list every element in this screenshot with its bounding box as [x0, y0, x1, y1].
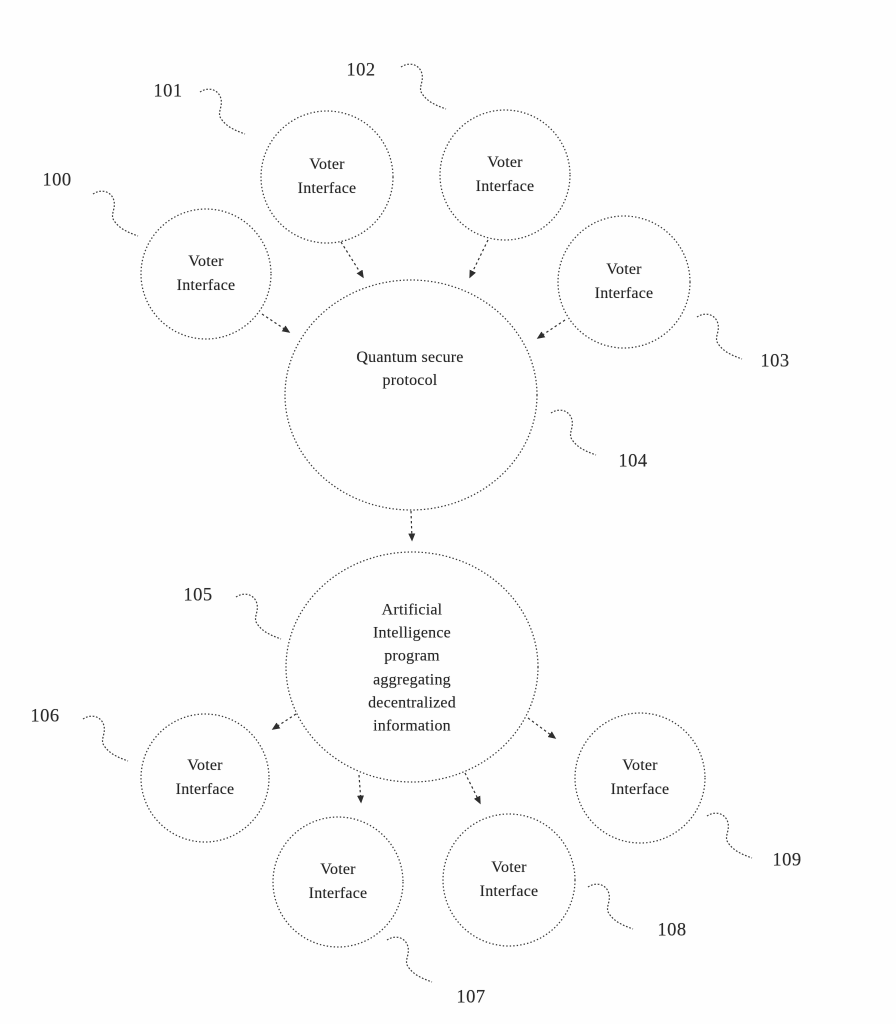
- voter-interface-circle-109: [574, 712, 706, 844]
- leader-line-104: [550, 409, 597, 456]
- ref-label-109: 109: [772, 850, 802, 871]
- ref-label-101: 101: [153, 81, 183, 102]
- arrow-ai-to-voter106: [271, 713, 297, 730]
- voter-interface-circle-106: [140, 713, 270, 843]
- ref-label-105: 105: [183, 585, 213, 606]
- voter-interface-circle-102: [439, 109, 571, 241]
- arrow-ai-to-voter109: [527, 717, 557, 739]
- leader-line-103: [696, 313, 743, 360]
- voter-interface-label-103: Voter Interface: [594, 261, 654, 302]
- quantum-protocol-label: Quantum secure protocol: [356, 348, 464, 389]
- voter-interface-label-101: Voter Interface: [297, 156, 357, 197]
- voter-interface-label-108: Voter Interface: [479, 859, 539, 900]
- arrow-ai-to-voter108: [464, 772, 481, 805]
- voter-interface-circle-100: [140, 208, 272, 340]
- leader-line-101: [199, 88, 246, 135]
- voter-interface-circle-108: [442, 813, 576, 947]
- voter-interface-label-100: Voter Interface: [176, 253, 236, 294]
- leader-line-105: [235, 593, 282, 640]
- leader-line-102: [400, 63, 447, 110]
- arrow-quantum-to-ai: [408, 510, 416, 542]
- arrow-voter102-to-quantum: [469, 239, 489, 279]
- voter-interface-label-106: Voter Interface: [175, 757, 235, 798]
- leader-line-107: [386, 936, 433, 983]
- voter-interface-circle-107: [272, 816, 404, 948]
- leader-line-108: [587, 883, 634, 930]
- voter-interface-label-102: Voter Interface: [475, 154, 535, 195]
- leader-line-100: [92, 190, 139, 237]
- ref-label-108: 108: [657, 920, 687, 941]
- voter-interface-circle-103: [557, 215, 691, 349]
- voter-interface-label-109: Voter Interface: [610, 757, 670, 798]
- ref-label-102: 102: [346, 60, 376, 81]
- arrow-voter103-to-quantum: [536, 319, 566, 339]
- arrow-voter100-to-quantum: [261, 313, 291, 333]
- ai-program-circle: [285, 551, 539, 783]
- arrow-voter101-to-quantum: [340, 241, 364, 279]
- ref-label-100: 100: [42, 170, 72, 191]
- ref-label-104: 104: [618, 451, 648, 472]
- quantum-protocol-circle: [284, 279, 538, 511]
- voter-interface-circle-101: [260, 110, 394, 244]
- leader-line-109: [706, 812, 753, 859]
- ref-label-106: 106: [30, 706, 60, 727]
- ref-label-107: 107: [456, 987, 486, 1008]
- voter-interface-label-107: Voter Interface: [308, 861, 368, 902]
- ref-label-103: 103: [760, 351, 790, 372]
- ai-program-label: Artificial Intelligence program aggregat…: [368, 601, 456, 735]
- arrow-ai-to-voter107: [357, 774, 365, 804]
- leader-line-106: [82, 715, 129, 762]
